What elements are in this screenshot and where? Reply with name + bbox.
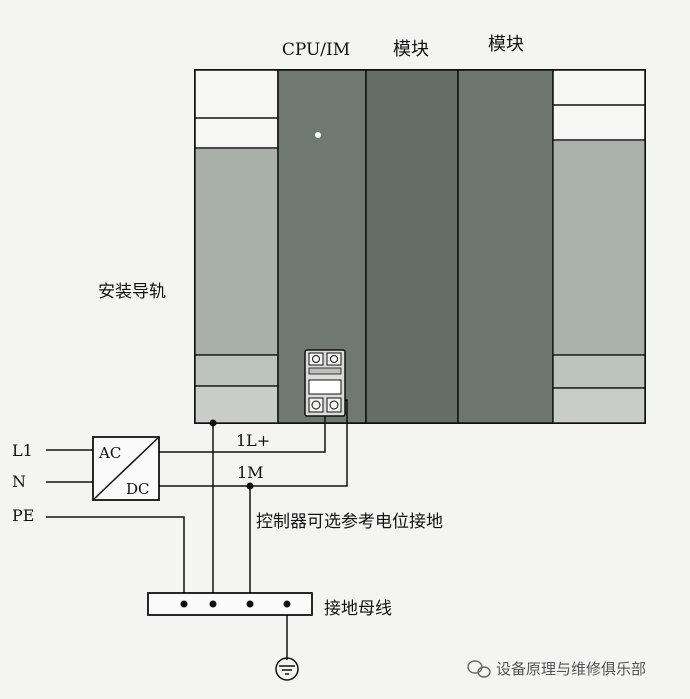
earth-ground-icon: [275, 657, 299, 681]
right-mounting-rail: [554, 141, 644, 355]
l1-label: L1: [12, 441, 33, 460]
ac-dc-power-supply: AC DC: [92, 436, 160, 501]
minus-label: 1M: [237, 463, 264, 482]
right-end-cap: [552, 69, 646, 424]
ac-label: AC: [98, 444, 121, 462]
busbar-label: 接地母线: [324, 599, 392, 619]
pe-label: PE: [12, 506, 34, 525]
watermark: 设备原理与维修俱乐部: [467, 660, 646, 678]
plus-label: 1L+: [236, 431, 270, 450]
watermark-text: 设备原理与维修俱乐部: [496, 660, 646, 678]
module-label-2: 模块: [488, 34, 524, 55]
cpu-module: [277, 69, 367, 424]
n-label: N: [12, 472, 26, 491]
optional-ground-note: 控制器可选参考电位接地: [256, 512, 443, 532]
minus-junction: [246, 482, 254, 490]
mounting-rail-label: 安装导轨: [98, 282, 166, 302]
status-led: [315, 132, 321, 138]
ground-busbar: [147, 592, 313, 616]
wechat-icon: [467, 660, 491, 678]
dc-label: DC: [126, 480, 150, 498]
left-end-cap: [194, 69, 279, 424]
module-label-1: 模块: [393, 39, 429, 60]
rack-ground-junction: [209, 419, 217, 427]
power-terminal-block: [304, 349, 346, 417]
plc-rack: [194, 69, 646, 424]
left-mounting-rail: [196, 149, 277, 355]
io-module-2: [457, 69, 554, 424]
cpu-im-label: CPU/IM: [282, 40, 350, 60]
io-module-1: [365, 69, 459, 424]
